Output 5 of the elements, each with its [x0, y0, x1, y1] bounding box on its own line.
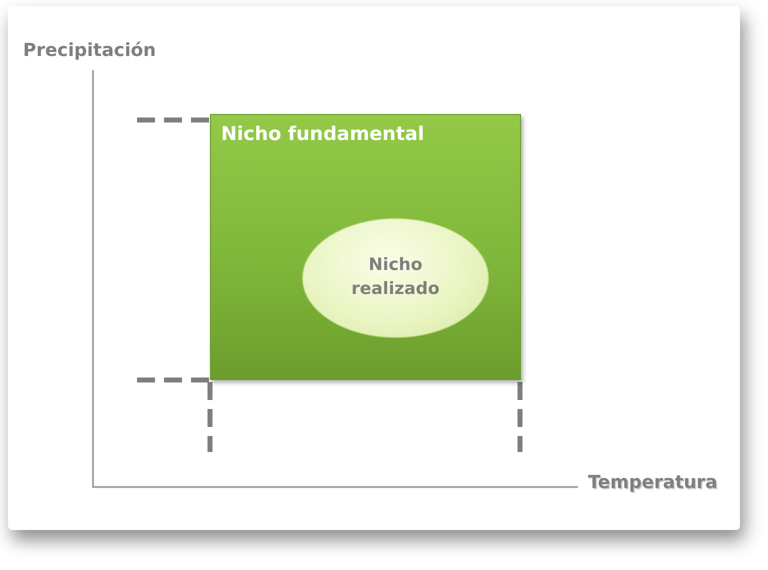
node-label: Nicho realizado [350, 254, 441, 301]
axis-label: Precipitación [23, 40, 156, 61]
node-title: Nicho fundamental [221, 123, 424, 145]
rectangle-node [210, 114, 521, 380]
axis-label: Temperatura [588, 472, 718, 493]
